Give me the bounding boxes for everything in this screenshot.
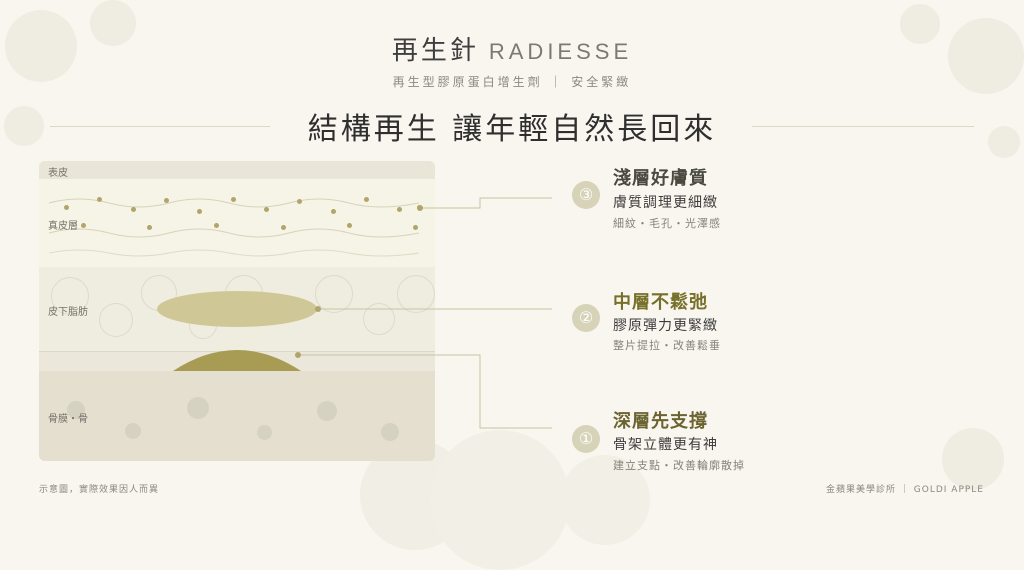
page-title: 再生針 RADIESSE xyxy=(0,30,1024,67)
collagen-dot xyxy=(264,207,269,212)
callout-sub: 整片提拉・改善鬆垂 xyxy=(613,339,721,352)
callout-number: ③ xyxy=(572,181,600,209)
callout-line: 膠原彈力更緊緻 xyxy=(613,318,718,334)
collagen-dot xyxy=(413,225,418,230)
bone-spot xyxy=(317,401,337,421)
bg-bubble xyxy=(90,0,136,46)
collagen-dot xyxy=(64,205,69,210)
deep-filler xyxy=(173,350,301,371)
callout-title: 淺層好膚質 xyxy=(613,168,708,189)
mid-filler xyxy=(157,291,317,327)
callout-title: 深層先支撐 xyxy=(613,411,708,432)
label-dermis: 真皮層 xyxy=(48,221,78,232)
collagen-dot xyxy=(197,209,202,214)
collagen-dot xyxy=(214,223,219,228)
fat-cell xyxy=(397,275,435,313)
callout-sub: 細紋・毛孔・光澤感 xyxy=(613,217,721,230)
collagen-dot xyxy=(331,209,336,214)
fat-cell xyxy=(363,303,395,335)
headline: 結構再生 讓年輕自然長回來 xyxy=(307,112,717,147)
skin-layer-diagram: 表皮 真皮層 皮下脂肪 骨膜・骨 xyxy=(39,161,435,461)
collagen-dot xyxy=(147,225,152,230)
callout-connectors xyxy=(295,197,552,429)
subtitle: 再生型膠原蛋白增生劑 ｜ 安全緊緻 xyxy=(392,75,632,89)
bg-bubble xyxy=(948,18,1024,94)
bone-spot xyxy=(67,401,85,419)
disclaimer: 示意圖，實際效果因人而異 xyxy=(39,485,160,495)
callout-title: 中層不鬆弛 xyxy=(613,292,708,313)
collagen-dot xyxy=(164,198,169,203)
collagen-dot xyxy=(297,199,302,204)
label-bone: 骨膜・骨 xyxy=(48,414,88,425)
collagen-dot xyxy=(347,223,352,228)
bone-spot xyxy=(187,397,209,419)
callout-number: ① xyxy=(572,425,600,453)
bone-spot xyxy=(257,425,272,440)
callout-line: 骨架立體更有神 xyxy=(613,437,718,453)
dermis-fibers xyxy=(48,198,420,257)
bone-layer xyxy=(39,371,435,461)
bone-spot xyxy=(125,423,141,439)
fat-cell xyxy=(315,275,353,313)
title-zh: 再生針 xyxy=(391,36,479,66)
bg-bubble xyxy=(5,10,77,82)
callout-sub: 建立支點・改善輪廓散掉 xyxy=(613,459,745,472)
collagen-dot xyxy=(231,197,236,202)
callout-number: ② xyxy=(572,304,600,332)
brand-footer: 金蘋果美學診所 ｜ GOLDI APPLE xyxy=(826,485,984,495)
bg-bubble xyxy=(942,428,1004,490)
label-epidermis: 表皮 xyxy=(48,168,68,179)
collagen-dot xyxy=(397,207,402,212)
bg-bubble xyxy=(900,4,940,44)
bg-bubble xyxy=(4,106,44,146)
fat-cell xyxy=(99,303,133,337)
bone-spot xyxy=(381,423,399,441)
collagen-dot xyxy=(97,197,102,202)
label-fat: 皮下脂肪 xyxy=(48,307,88,318)
collagen-dot xyxy=(281,225,286,230)
divider-left xyxy=(50,126,270,127)
title-en: RADIESSE xyxy=(488,39,633,64)
collagen-dot xyxy=(131,207,136,212)
divider-right xyxy=(752,126,974,127)
fat-cell xyxy=(51,277,89,315)
collagen-dot xyxy=(364,197,369,202)
callout-line: 膚質調理更細緻 xyxy=(613,195,718,211)
collagen-dot xyxy=(81,223,86,228)
bg-bubble xyxy=(988,126,1020,158)
filler-shapes xyxy=(157,291,317,371)
